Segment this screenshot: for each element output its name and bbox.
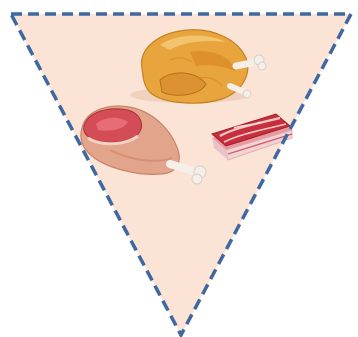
triangle-graphic <box>0 0 358 337</box>
food-group-triangle <box>0 0 358 337</box>
